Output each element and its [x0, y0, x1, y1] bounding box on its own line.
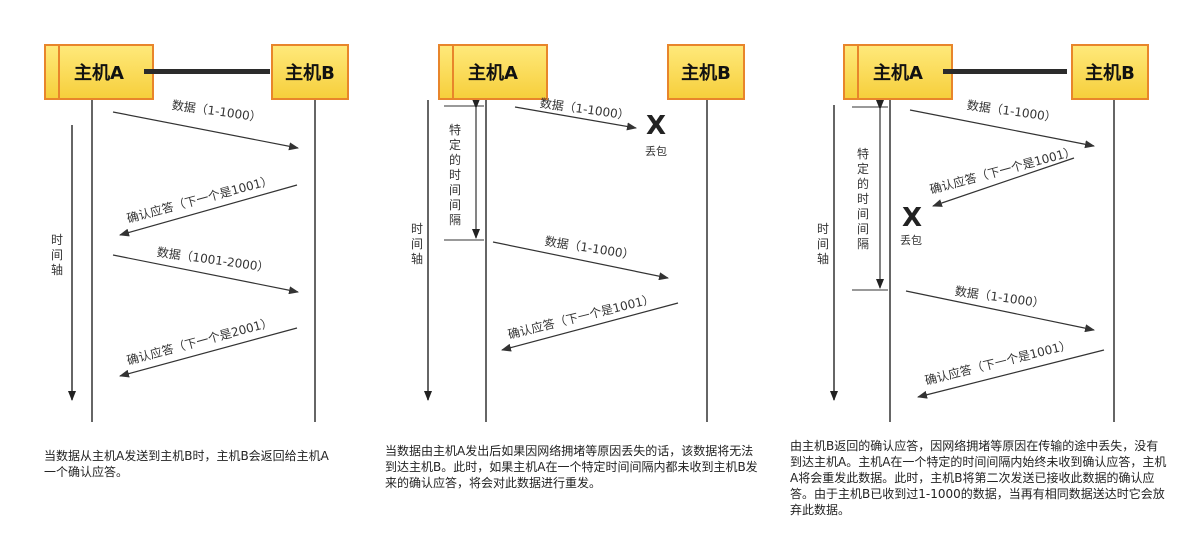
ack-arrow — [119, 184, 298, 237]
host-b-box: 主机B — [271, 44, 349, 100]
host-link — [943, 69, 1067, 74]
host-a-box: 主机A — [843, 44, 953, 100]
timeline-label: 时间轴 — [50, 233, 63, 277]
host-a-label: 主机A — [873, 63, 923, 84]
host-link — [144, 69, 270, 74]
msg-arrow — [909, 109, 1095, 149]
packet-lost-label: 丢包 — [900, 234, 922, 247]
timeline-label: 时间轴 — [816, 222, 829, 266]
host-a-box: 主机A — [44, 44, 154, 100]
msg-arrow — [492, 241, 669, 281]
host-a-box: 主机A — [438, 44, 548, 100]
timeline-label: 时间轴 — [410, 222, 423, 266]
ack-arrow — [119, 327, 298, 378]
interval-label: 特定的时间间隔 — [448, 123, 461, 227]
host-b-box: 主机B — [1071, 44, 1149, 100]
packet-lost-icon: X — [646, 111, 667, 141]
host-b-label: 主机B — [285, 63, 335, 84]
msg-arrow — [905, 290, 1095, 333]
ack-arrow — [917, 349, 1105, 399]
host-a-label: 主机A — [74, 63, 124, 84]
msg-arrow — [112, 111, 299, 151]
msg-arrow — [514, 106, 637, 131]
host-b-label: 主机B — [1085, 63, 1135, 84]
packet-lost-icon: X — [902, 203, 923, 233]
panel-caption: 当数据从主机A发送到主机B时，主机B会返回给主机A一个确认应答。 — [44, 449, 329, 479]
host-b-box: 主机B — [667, 44, 745, 100]
host-b-label: 主机B — [681, 63, 731, 84]
ack-arrow — [501, 302, 679, 352]
interval-label: 特定的时间间隔 — [856, 147, 869, 251]
msg-arrow — [112, 254, 299, 295]
panel-caption: 由主机B返回的确认应答，因网络拥堵等原因在传输的途中丢失，没有到达主机A。主机A… — [790, 439, 1167, 517]
host-a-label: 主机A — [468, 63, 518, 84]
ack-arrow — [932, 157, 1075, 207]
packet-lost-label: 丢包 — [645, 145, 667, 158]
panel-caption: 当数据由主机A发出后如果因网络拥堵等原因丢失的话，该数据将无法到达主机B。此时，… — [385, 444, 758, 490]
